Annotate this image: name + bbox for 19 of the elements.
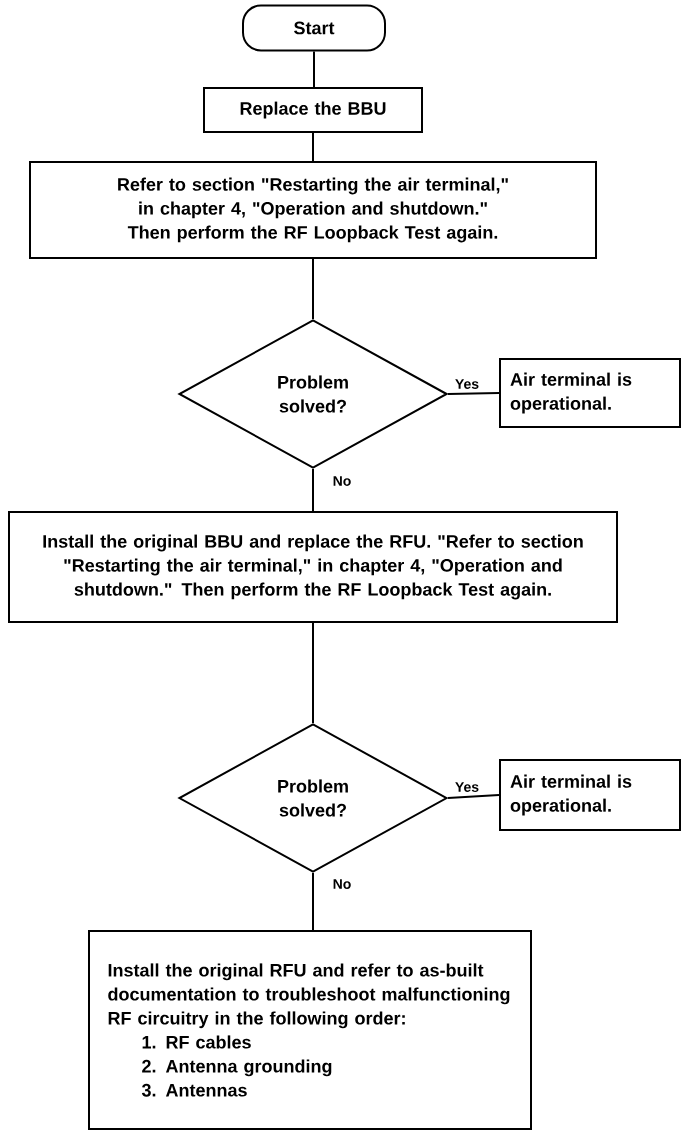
process-box: Refer to section "Restarting the air terminal," in chapter 4, "Operation and shutdown." Then perform the RF Loopback Test again. <box>29 161 597 259</box>
connector-line <box>312 872 314 931</box>
edge-label: Yes <box>453 780 481 794</box>
process-box: Air terminal is operational. <box>499 358 681 428</box>
process-box: Install the original RFU and refer to as-built documentation to troubleshoot malfunctioning RF circuitry in the following order: 1. RF cables 2. Antenna grounding 3. Antennas <box>88 930 532 1130</box>
connector-line <box>312 622 314 724</box>
connector-line <box>447 794 500 799</box>
edge-label: No <box>331 877 353 891</box>
process-box: Air terminal is operational. <box>499 759 681 831</box>
process-box: Install the original BBU and replace the RFU. "Refer to section "Restarting the air terminal," in chapter 4, "Operation and shutdown." Then perform the RF Loopback Test again. <box>8 511 618 623</box>
process-box: Replace the BBU <box>203 87 423 133</box>
connector-line <box>312 468 314 512</box>
connector-line <box>447 392 500 395</box>
edge-label: Yes <box>453 377 481 391</box>
connector-line <box>312 258 314 320</box>
connector-line <box>313 50 315 88</box>
connector-line <box>312 132 314 162</box>
edge-label: No <box>331 474 353 488</box>
start-terminal: Start <box>242 4 386 52</box>
